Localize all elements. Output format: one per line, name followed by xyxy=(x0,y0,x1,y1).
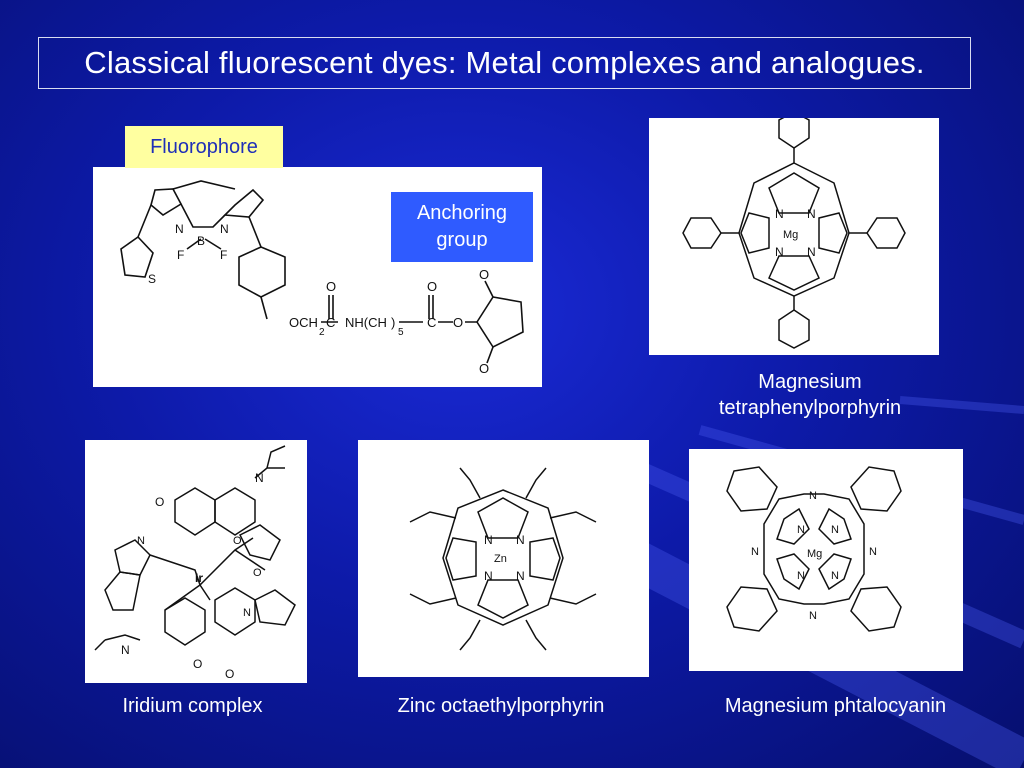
svg-text:N: N xyxy=(484,569,493,583)
svg-text:N: N xyxy=(751,546,759,558)
svg-text:O: O xyxy=(155,495,164,509)
svg-text:O: O xyxy=(233,535,242,547)
mg-tpp-structure: N N N N Mg xyxy=(682,118,906,349)
svg-text:N: N xyxy=(121,643,130,657)
svg-text:NH(CH: NH(CH xyxy=(345,315,387,330)
svg-text:N: N xyxy=(137,535,145,547)
iridium-structure-panel: O N N O O Ir N N O O xyxy=(85,440,307,683)
svg-text:N: N xyxy=(809,610,817,622)
svg-text:N: N xyxy=(775,207,784,221)
svg-text:N: N xyxy=(807,207,816,221)
svg-text:F: F xyxy=(220,248,227,262)
mg-tpp-caption-line1: Magnesium xyxy=(758,371,862,393)
svg-text:Zn: Zn xyxy=(494,553,507,565)
svg-text:N: N xyxy=(869,546,877,558)
svg-text:B: B xyxy=(197,234,205,248)
svg-text:N: N xyxy=(255,471,264,485)
svg-text:2: 2 xyxy=(319,327,325,338)
svg-text:5: 5 xyxy=(398,327,404,338)
mg-tpp-structure-panel: N N N N Mg xyxy=(649,118,939,355)
svg-text:Ir: Ir xyxy=(195,571,203,585)
zinc-caption: Zinc octaethylporphyrin xyxy=(397,695,605,717)
svg-text:N: N xyxy=(797,524,805,536)
svg-text:N: N xyxy=(516,533,525,547)
fluorophore-label: Fluorophore xyxy=(125,126,283,168)
mg-tpp-caption: Magnesium tetraphenylporphyrin xyxy=(680,369,940,421)
svg-text:O: O xyxy=(427,279,437,294)
svg-text:N: N xyxy=(809,490,817,502)
svg-text:C: C xyxy=(427,315,436,330)
zinc-structure-panel: N N N N Zn xyxy=(358,440,649,677)
svg-text:O: O xyxy=(225,667,234,681)
svg-text:O: O xyxy=(453,315,463,330)
iridium-structure: O N N O O Ir N N O O xyxy=(94,445,296,681)
svg-text:N: N xyxy=(807,245,816,259)
svg-text:O: O xyxy=(193,657,202,671)
svg-text:N: N xyxy=(797,570,805,582)
svg-text:Mg: Mg xyxy=(807,548,822,560)
svg-text:N: N xyxy=(175,222,184,236)
mg-pc-caption: Magnesium phtalocyanin xyxy=(724,695,947,717)
anchoring-group-label: Anchoring group xyxy=(391,192,533,262)
iridium-caption: Iridium complex xyxy=(122,695,263,717)
svg-text:N: N xyxy=(243,607,251,619)
mg-pc-structure-panel: N N N N N N N N Mg xyxy=(689,449,963,671)
slide-title: Classical fluorescent dyes: Metal comple… xyxy=(38,37,971,89)
mg-pc-structure: N N N N N N N N Mg xyxy=(726,466,902,632)
svg-text:O: O xyxy=(479,267,489,282)
anchoring-label-line1: Anchoring xyxy=(416,202,508,224)
bodipy-structure: N N B F F S OCH 2 C O NH(CH ) 5 C O O O … xyxy=(120,180,524,376)
svg-text:O: O xyxy=(326,279,336,294)
svg-text:OCH: OCH xyxy=(289,315,318,330)
svg-text:O: O xyxy=(479,361,489,376)
mg-tpp-caption-line2: tetraphenylporphyrin xyxy=(718,397,902,419)
svg-text:O: O xyxy=(253,567,262,579)
svg-text:): ) xyxy=(391,315,395,330)
svg-text:C: C xyxy=(326,315,335,330)
svg-text:N: N xyxy=(220,222,229,236)
anchoring-label-line2: group xyxy=(436,229,488,251)
svg-text:S: S xyxy=(148,272,156,286)
svg-text:N: N xyxy=(516,569,525,583)
svg-text:N: N xyxy=(831,524,839,536)
svg-text:F: F xyxy=(177,248,184,262)
svg-text:N: N xyxy=(775,245,784,259)
svg-text:N: N xyxy=(831,570,839,582)
svg-text:Mg: Mg xyxy=(783,229,798,241)
zinc-structure: N N N N Zn xyxy=(409,467,597,651)
svg-text:N: N xyxy=(484,533,493,547)
